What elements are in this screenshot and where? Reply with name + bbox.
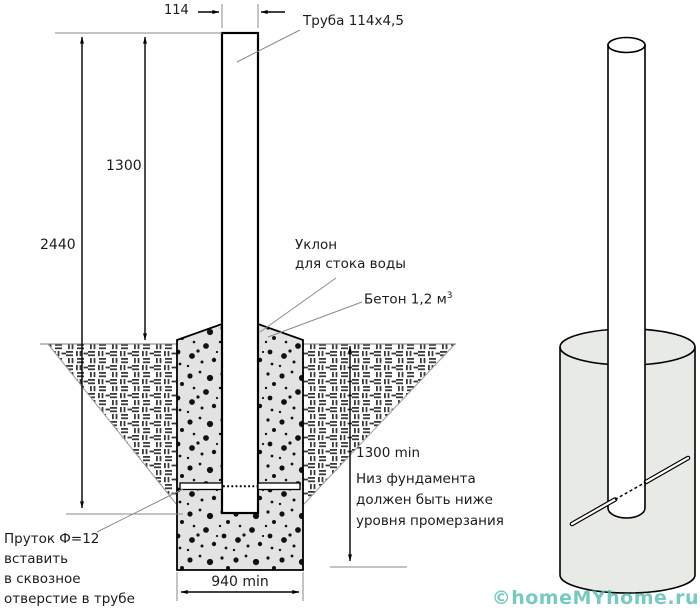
frost-note-line1: Низ фундамента — [356, 471, 476, 487]
rod-3d — [569, 455, 691, 527]
leader-lines — [96, 29, 363, 533]
concrete-label-text: Бетон 1,2 м — [364, 291, 447, 308]
concrete-label-sup: 3 — [446, 291, 453, 301]
soil-hatch-left — [47, 343, 178, 506]
frost-note-dim: 1300 min — [356, 445, 421, 461]
pipe-cross-section — [220, 31, 260, 515]
3d-view — [559, 36, 696, 594]
frost-depth-note: 1300 min Низ фундамента должен быть ниже… — [356, 443, 504, 532]
slope-note-line1: Уклон — [295, 237, 338, 253]
pipe-label: Труба 114х4,5 — [303, 13, 404, 29]
watermark: ©homeMYhome.ru — [491, 587, 699, 609]
slope-note: Уклон для стока воды — [295, 236, 406, 274]
soil-hatch-right — [302, 343, 456, 506]
concrete-label: Бетон 1,2 м3 — [364, 287, 453, 310]
rod-note: Пруток Ф=12 вставить в сквозное отверсти… — [4, 529, 135, 609]
rod-note-line4: отверстие в трубе — [4, 591, 135, 607]
pipe-3d — [607, 36, 646, 519]
rod-cross-section — [179, 482, 301, 491]
dim-total-length: 2440 — [40, 237, 76, 253]
frost-note-line3: уровня промерзания — [356, 513, 504, 529]
dim-above-ground: 1300 — [106, 158, 142, 174]
extension-lines — [55, 4, 407, 601]
rod-note-line2: вставить — [4, 551, 69, 567]
slope-note-line2: для стока воды — [295, 256, 406, 272]
cross-section-view — [40, 4, 456, 601]
dimension-lines — [80, 10, 352, 594]
frost-note-line2: должен быть ниже — [356, 492, 493, 508]
dim-pipe-width: 114 — [164, 3, 189, 18]
dim-foundation-width: 940 min — [211, 574, 269, 590]
rod-note-line1: Пруток Ф=12 — [4, 531, 100, 547]
rod-note-line3: в сквозное — [4, 571, 81, 587]
